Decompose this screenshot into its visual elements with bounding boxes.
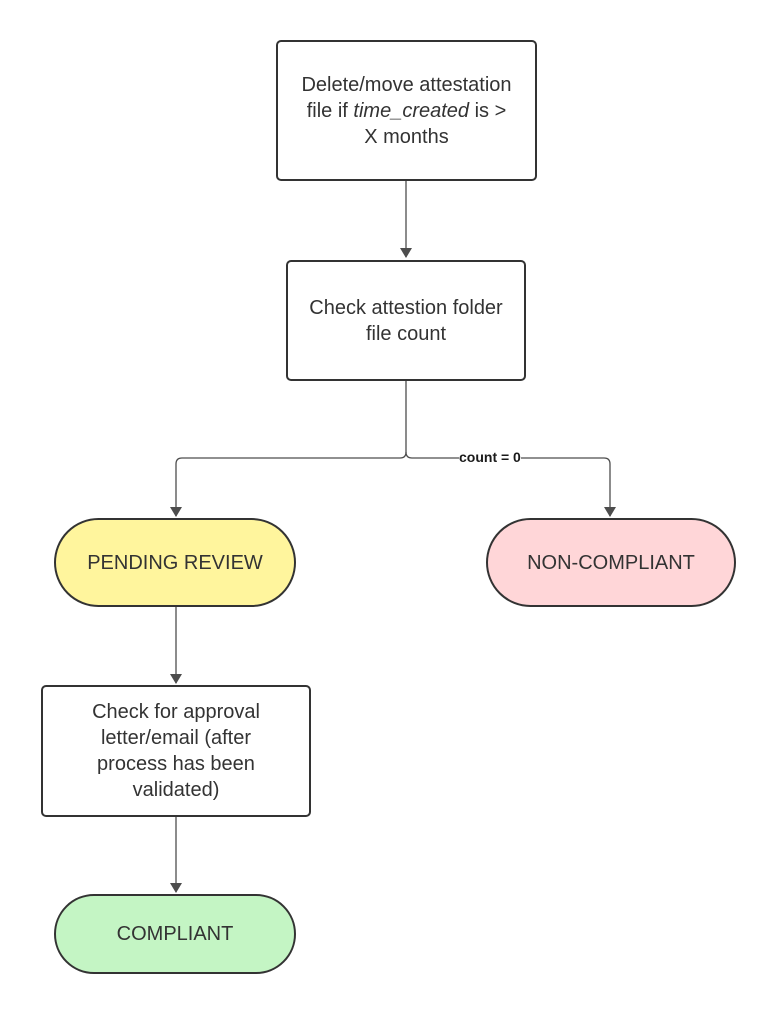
connector-check-count-to-non-compliant [405, 451, 616, 517]
node-check-approval-letter: Check for approval letter/email (after p… [41, 685, 311, 817]
edge-label-count-zero: count = 0 [459, 449, 521, 465]
node-delete-move-attestation: Delete/move attestation file if time_cre… [276, 40, 537, 181]
node-compliant: COMPLIANT [54, 894, 296, 974]
node-pending-review: PENDING REVIEW [54, 518, 296, 607]
node-delete-move-text: Delete/move attestation file if time_cre… [301, 73, 512, 148]
node-check-folder-file-count: Check attestion folder file count [286, 260, 526, 381]
node-check-count-text: Check attestion folder file count [309, 296, 503, 345]
node-check-approval-text: Check for approval letter/email (after p… [92, 701, 260, 801]
connector-check-count-to-pending-review [170, 381, 407, 517]
node-non-compliant: NON-COMPLIANT [486, 518, 736, 607]
